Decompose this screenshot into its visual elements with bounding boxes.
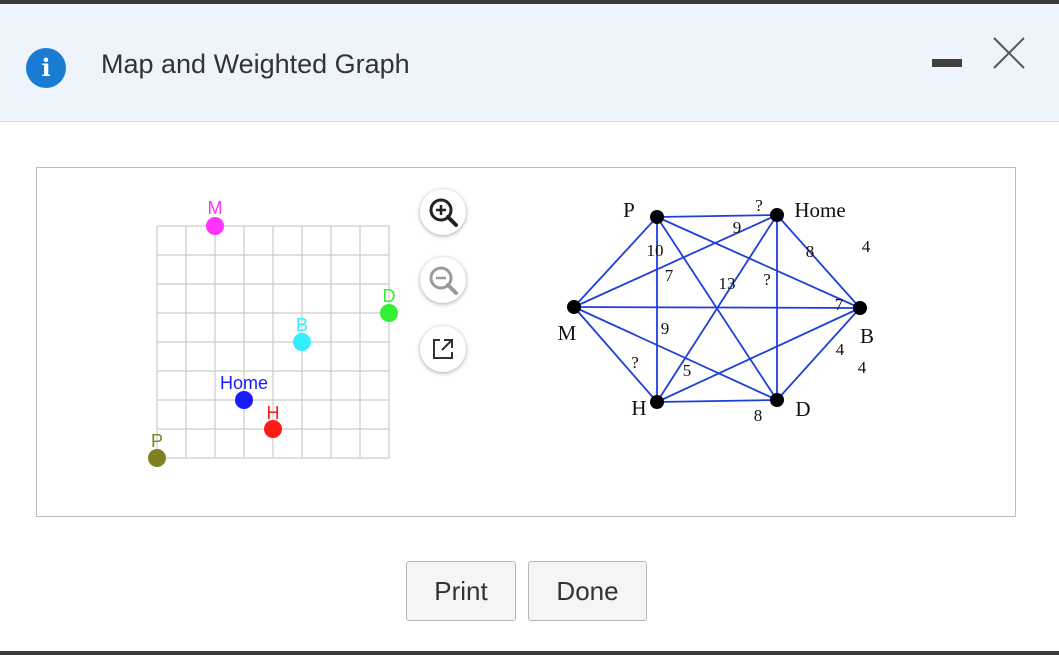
zoom-in-icon xyxy=(429,198,458,227)
dialog-title: Map and Weighted Graph xyxy=(101,49,410,79)
zoom-in-button[interactable] xyxy=(420,189,466,235)
figure-panel: M D B Home H P xyxy=(36,167,1016,517)
graph-vertex-home xyxy=(770,208,784,222)
map-point-h xyxy=(264,420,282,438)
dialog-header: i Map and Weighted Graph xyxy=(0,4,1059,122)
edge-weight-label: 4 xyxy=(862,237,871,256)
edge-weight-label: 4 xyxy=(858,358,867,377)
edge-weight-label: ? xyxy=(755,196,763,215)
map-point-home xyxy=(235,391,253,409)
edge-weight-label: 9 xyxy=(661,319,670,338)
map-label-home: Home xyxy=(220,373,268,393)
open-external-button[interactable] xyxy=(420,326,466,372)
graph-vertex-b xyxy=(853,301,867,315)
zoom-out-button[interactable] xyxy=(420,257,466,303)
graph-vertex-m xyxy=(567,300,581,314)
edge-weight-label: ? xyxy=(763,270,771,289)
edge-weight-label: 10 xyxy=(647,241,664,260)
done-button[interactable]: Done xyxy=(528,561,647,621)
top-border xyxy=(0,0,1059,4)
minimize-button[interactable] xyxy=(932,59,962,67)
map-point-d xyxy=(380,304,398,322)
edge-weight-label: ? xyxy=(631,353,639,372)
edge-weight-label: 7 xyxy=(835,295,844,314)
map-label-p: P xyxy=(151,431,163,451)
edge-weight-label: 5 xyxy=(683,361,692,380)
graph-label-home: Home xyxy=(794,198,845,222)
map-point-m xyxy=(206,217,224,235)
map-point-p xyxy=(148,449,166,467)
edge-weight-label: 8 xyxy=(806,242,815,261)
map-label-h: H xyxy=(267,403,280,423)
graph-label-d: D xyxy=(795,397,810,421)
info-icon: i xyxy=(26,48,66,88)
graph-edges xyxy=(573,214,861,403)
graph-vertex-h xyxy=(650,395,664,409)
weighted-graph: P Home M B H D ? 9 10 7 13 ? 8 4 7 9 4 4… xyxy=(558,196,874,425)
close-button[interactable] xyxy=(990,34,1028,72)
bottom-border xyxy=(0,651,1059,655)
graph-vertex-d xyxy=(770,393,784,407)
map-label-b: B xyxy=(296,315,308,335)
map-point-b xyxy=(293,333,311,351)
close-icon xyxy=(993,37,1025,69)
edge-weight-label: 13 xyxy=(719,274,736,293)
graph-label-h: H xyxy=(631,396,646,420)
map-label-d: D xyxy=(383,286,396,306)
graph-vertex-p xyxy=(650,210,664,224)
edge-weight-label: 7 xyxy=(665,266,674,285)
graph-label-m: M xyxy=(558,321,577,345)
edge-weight-label: 9 xyxy=(733,218,742,237)
zoom-out-icon xyxy=(429,266,458,295)
edge-weight-label: 4 xyxy=(836,340,845,359)
graph-label-p: P xyxy=(623,198,635,222)
map-grid: M D B Home H P xyxy=(148,198,398,467)
print-button[interactable]: Print xyxy=(406,561,516,621)
edge-weight-label: 8 xyxy=(754,406,763,425)
map-label-m: M xyxy=(208,198,223,218)
external-link-icon xyxy=(433,339,453,359)
graph-label-b: B xyxy=(860,324,874,348)
